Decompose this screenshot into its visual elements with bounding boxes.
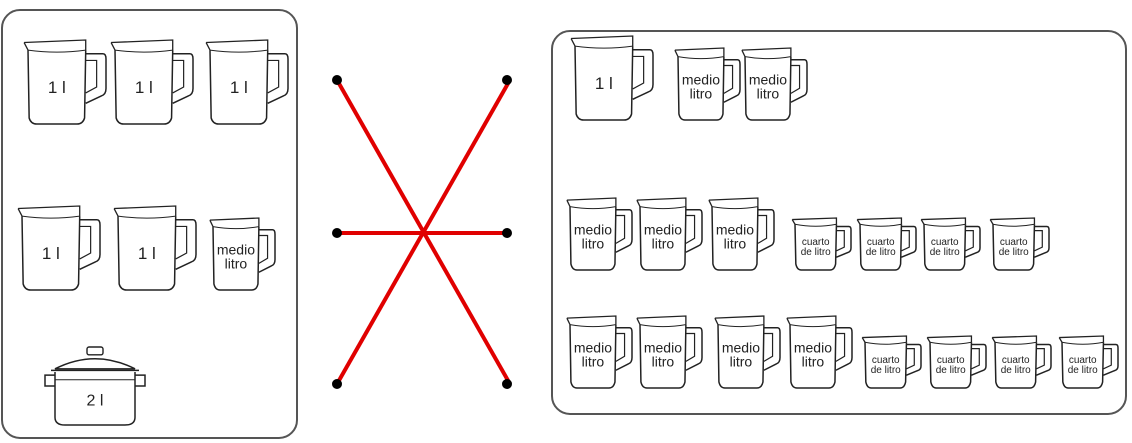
jug-label: 1 l xyxy=(48,78,66,97)
jug-label-line-1: cuarto xyxy=(1069,355,1097,366)
jug-label-line-2: de litro xyxy=(1001,365,1031,376)
jug-label-line-1: cuarto xyxy=(1000,237,1028,248)
jug-label-line-2: litro xyxy=(582,235,605,251)
jug-label-line-2: litro xyxy=(730,353,753,369)
jug-label-line-2: litro xyxy=(652,353,675,369)
left-dot-bottom[interactable] xyxy=(332,379,342,389)
jug-label: 1 l xyxy=(230,78,248,97)
jug-label-line-1: medio xyxy=(644,339,682,355)
two-liter-pot: 2 l xyxy=(44,346,146,426)
jug-label-line-2: de litro xyxy=(801,247,831,258)
right-dot-top[interactable] xyxy=(502,75,512,85)
left-dot-top[interactable] xyxy=(332,75,342,85)
right-panel xyxy=(551,30,1127,415)
jug-label-line-2: litro xyxy=(757,85,780,101)
jug-label-line-1: medio xyxy=(794,339,832,355)
jug-label-line-1: cuarto xyxy=(1002,355,1030,366)
jug-label-line-1: medio xyxy=(716,221,754,237)
one-liter-jug: 1 l xyxy=(110,39,194,125)
one-liter-jug: 1 l xyxy=(205,39,289,125)
jug-label-line-1: medio xyxy=(217,241,255,257)
jug-label: 1 l xyxy=(138,244,156,263)
right-dot-middle[interactable] xyxy=(502,228,512,238)
connector-line-bottom-to-top[interactable] xyxy=(335,79,512,385)
jug-label-line-1: medio xyxy=(574,339,612,355)
jug-label-line-2: litro xyxy=(724,235,747,251)
jug-label-line-2: de litro xyxy=(866,247,896,258)
jug-label-line-2: litro xyxy=(582,353,605,369)
left-dot-middle[interactable] xyxy=(332,228,342,238)
jug-label-line-2: litro xyxy=(225,255,248,271)
jug-label-line-2: de litro xyxy=(871,365,901,376)
jug-label-line-2: de litro xyxy=(930,247,960,258)
jug-label-line-1: cuarto xyxy=(872,355,900,366)
jug-label-line-1: medio xyxy=(682,71,720,87)
jug-label-line-2: litro xyxy=(690,85,713,101)
jug-label-line-1: medio xyxy=(722,339,760,355)
jug-label-line-2: de litro xyxy=(999,247,1029,258)
right-dot-bottom[interactable] xyxy=(502,379,512,389)
one-liter-jug: 1 l xyxy=(113,205,197,291)
jug-label-line-1: cuarto xyxy=(867,237,895,248)
jug-label-line-1: cuarto xyxy=(937,355,965,366)
jug-label-line-1: medio xyxy=(749,71,787,87)
jug-label-line-2: de litro xyxy=(1068,365,1098,376)
jug-label-line-1: cuarto xyxy=(802,237,830,248)
jug-label-line-2: litro xyxy=(652,235,675,251)
pot-label: 2 l xyxy=(87,393,104,410)
jug-label-line-1: medio xyxy=(574,221,612,237)
one-liter-jug: 1 l xyxy=(17,205,101,291)
jug-label-line-2: litro xyxy=(802,353,825,369)
one-liter-jug: 1 l xyxy=(570,35,654,121)
left-panel xyxy=(1,9,298,439)
connector-lines xyxy=(335,79,512,385)
jug-label: 1 l xyxy=(42,244,60,263)
one-liter-jug: 1 l xyxy=(23,39,107,125)
jug-label-line-1: cuarto xyxy=(931,237,959,248)
jug-label: 1 l xyxy=(595,74,613,93)
jug-label: 1 l xyxy=(135,78,153,97)
jug-label-line-2: de litro xyxy=(936,365,966,376)
jug-label-line-1: medio xyxy=(644,221,682,237)
